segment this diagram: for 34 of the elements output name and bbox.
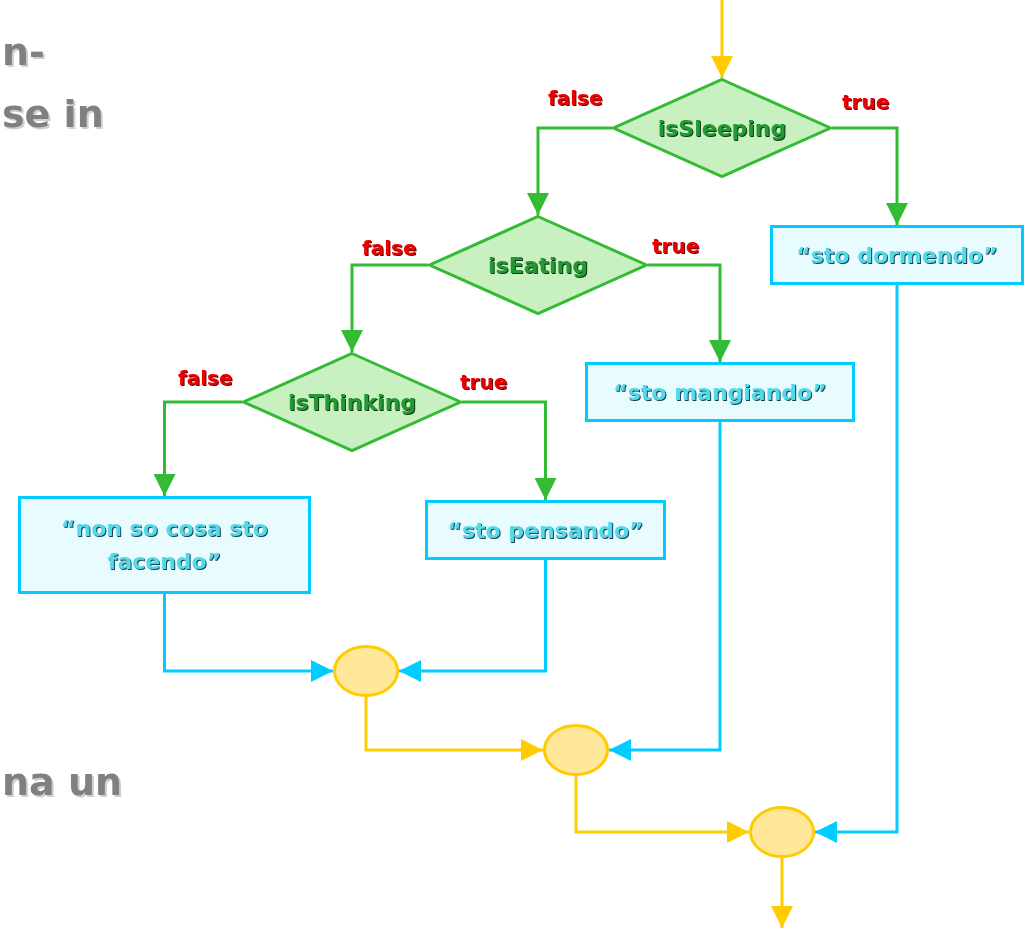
edge-label: true xyxy=(842,90,890,114)
condition-text: isSleeping xyxy=(657,115,787,141)
condition-text: isThinking xyxy=(287,389,417,415)
edge-label: false xyxy=(178,366,233,390)
arrow xyxy=(815,285,899,843)
process-text: “non so cosa sto facendo” xyxy=(60,515,269,576)
edge-label: true xyxy=(652,234,700,258)
condition-text: isEating xyxy=(488,252,588,278)
arrow xyxy=(462,400,557,500)
arrow xyxy=(648,263,731,362)
arrow xyxy=(609,422,722,761)
arrow xyxy=(364,697,543,761)
slide-text: n- xyxy=(2,30,45,74)
slide-text: se in xyxy=(2,92,104,136)
process-box xyxy=(770,225,1024,285)
arrow xyxy=(771,858,793,928)
process-box xyxy=(585,362,855,422)
process-text: “sto mangiando” xyxy=(613,378,827,407)
process-box xyxy=(425,500,666,560)
slide-text: na un xyxy=(2,760,123,804)
arrow xyxy=(527,126,612,215)
edge-label: false xyxy=(362,236,417,260)
arrow xyxy=(711,0,733,78)
arrow xyxy=(399,560,547,682)
edge-label: false xyxy=(548,86,603,110)
arrow xyxy=(341,263,428,352)
arrow xyxy=(163,594,333,682)
arrow xyxy=(574,776,749,843)
process-box xyxy=(18,496,311,594)
process-text: “sto dormendo” xyxy=(796,241,998,270)
edge-label: true xyxy=(460,370,508,394)
arrow xyxy=(832,126,908,225)
process-text: “sto pensando” xyxy=(447,516,644,545)
arrow xyxy=(153,400,242,496)
